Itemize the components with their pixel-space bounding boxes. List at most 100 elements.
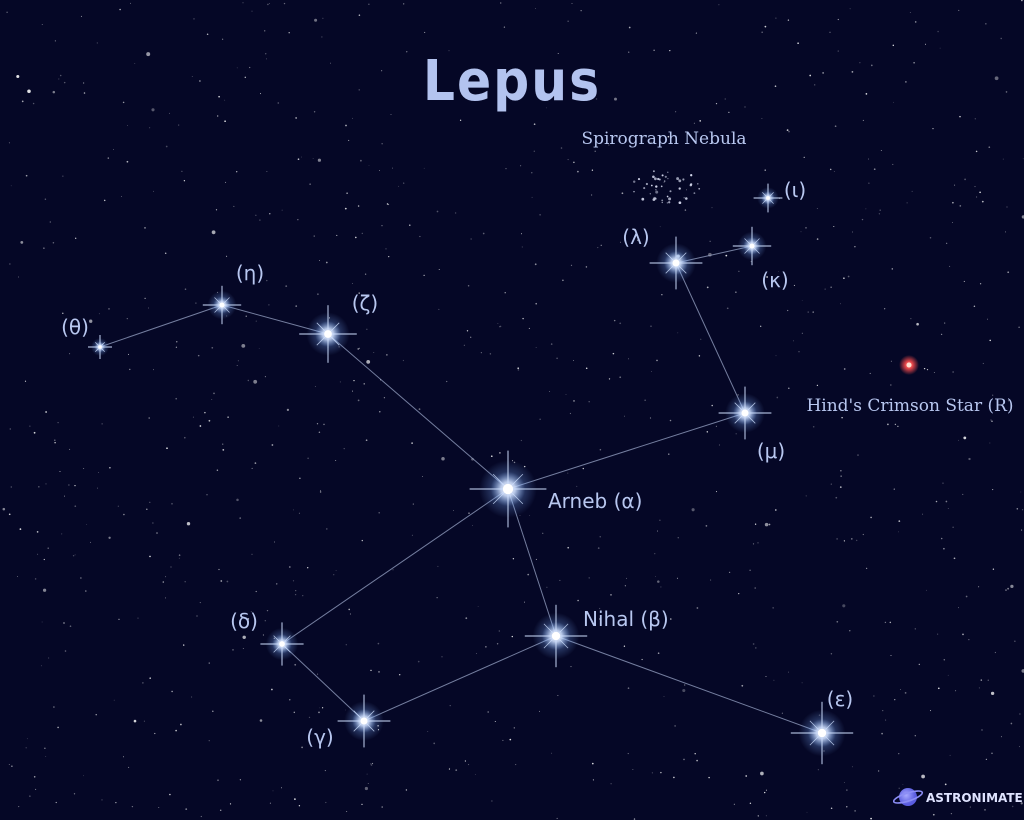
background-star (1012, 805, 1014, 808)
background-star (862, 533, 864, 536)
background-star (787, 19, 790, 21)
background-star (504, 292, 506, 294)
star-gamma (337, 694, 391, 748)
background-star (148, 307, 149, 309)
background-star (321, 36, 323, 38)
star-label-delta: (δ) (230, 609, 258, 633)
background-star (905, 81, 907, 83)
background-star (164, 252, 167, 254)
background-star (968, 639, 970, 641)
background-star (295, 117, 297, 119)
background-star (635, 137, 637, 139)
background-star (83, 775, 84, 777)
background-star (142, 682, 144, 684)
background-star (524, 601, 525, 603)
background-star (598, 607, 601, 610)
background-star (365, 439, 368, 442)
line-alpha-mu (507, 412, 746, 490)
background-star (9, 428, 11, 430)
background-star (448, 50, 450, 52)
background-star (980, 679, 983, 681)
background-star (987, 318, 988, 320)
background-star (659, 519, 661, 521)
background-star (250, 611, 252, 612)
background-star (459, 119, 462, 121)
background-star (738, 592, 740, 595)
background-star (323, 423, 325, 426)
background-star (774, 85, 777, 87)
background-star (208, 662, 210, 664)
background-star (887, 423, 889, 426)
background-star (533, 150, 535, 152)
background-star (467, 284, 470, 287)
background-star (898, 753, 900, 755)
background-star (71, 324, 73, 326)
star-eta (202, 285, 242, 325)
background-star (186, 522, 191, 526)
background-star (830, 653, 833, 655)
background-star (992, 489, 994, 491)
background-star (109, 466, 111, 469)
background-star (113, 699, 115, 701)
background-star (545, 107, 547, 109)
background-star (503, 26, 506, 28)
background-star (62, 312, 64, 315)
background-star (107, 157, 110, 159)
background-star (787, 309, 789, 312)
background-star (528, 327, 530, 329)
background-star (660, 586, 662, 588)
background-star (1000, 37, 1002, 40)
background-star (41, 24, 43, 25)
background-star (868, 182, 870, 184)
background-star (619, 376, 622, 379)
background-star (775, 17, 777, 19)
background-star (557, 53, 559, 55)
background-star (668, 453, 670, 455)
background-star (42, 588, 47, 592)
nebula-label: Spirograph Nebula (581, 129, 746, 149)
background-star (266, 171, 268, 172)
background-star (166, 447, 168, 450)
background-star (577, 170, 579, 173)
background-star (943, 659, 946, 661)
background-star (8, 513, 11, 516)
background-star (979, 191, 981, 194)
background-star (149, 555, 151, 558)
background-star (491, 800, 493, 802)
background-star (134, 63, 136, 64)
background-star (38, 486, 40, 488)
background-star (57, 726, 59, 729)
background-star (879, 209, 881, 211)
background-star (133, 719, 137, 723)
background-star (264, 376, 266, 378)
background-star (300, 156, 302, 158)
background-star (183, 180, 186, 182)
background-star (766, 276, 768, 278)
background-star (560, 147, 563, 149)
background-star (494, 720, 496, 723)
background-star (178, 124, 180, 126)
background-star (735, 291, 737, 293)
background-star (241, 343, 246, 348)
background-star (522, 317, 524, 320)
background-star (946, 242, 948, 244)
background-star (490, 455, 493, 458)
background-star (348, 608, 351, 611)
background-star (657, 652, 660, 655)
background-star (812, 311, 814, 313)
background-star (357, 348, 359, 350)
background-star (29, 425, 31, 427)
background-star (916, 322, 919, 326)
background-star (515, 764, 517, 766)
background-star (749, 802, 752, 804)
background-star (258, 348, 260, 349)
background-star (193, 18, 195, 20)
background-star (19, 528, 22, 530)
background-star (309, 183, 311, 185)
background-star (764, 791, 766, 794)
background-star (953, 557, 956, 560)
background-star (54, 439, 56, 441)
background-star (570, 666, 572, 668)
background-star (176, 341, 178, 343)
background-star (556, 817, 558, 819)
